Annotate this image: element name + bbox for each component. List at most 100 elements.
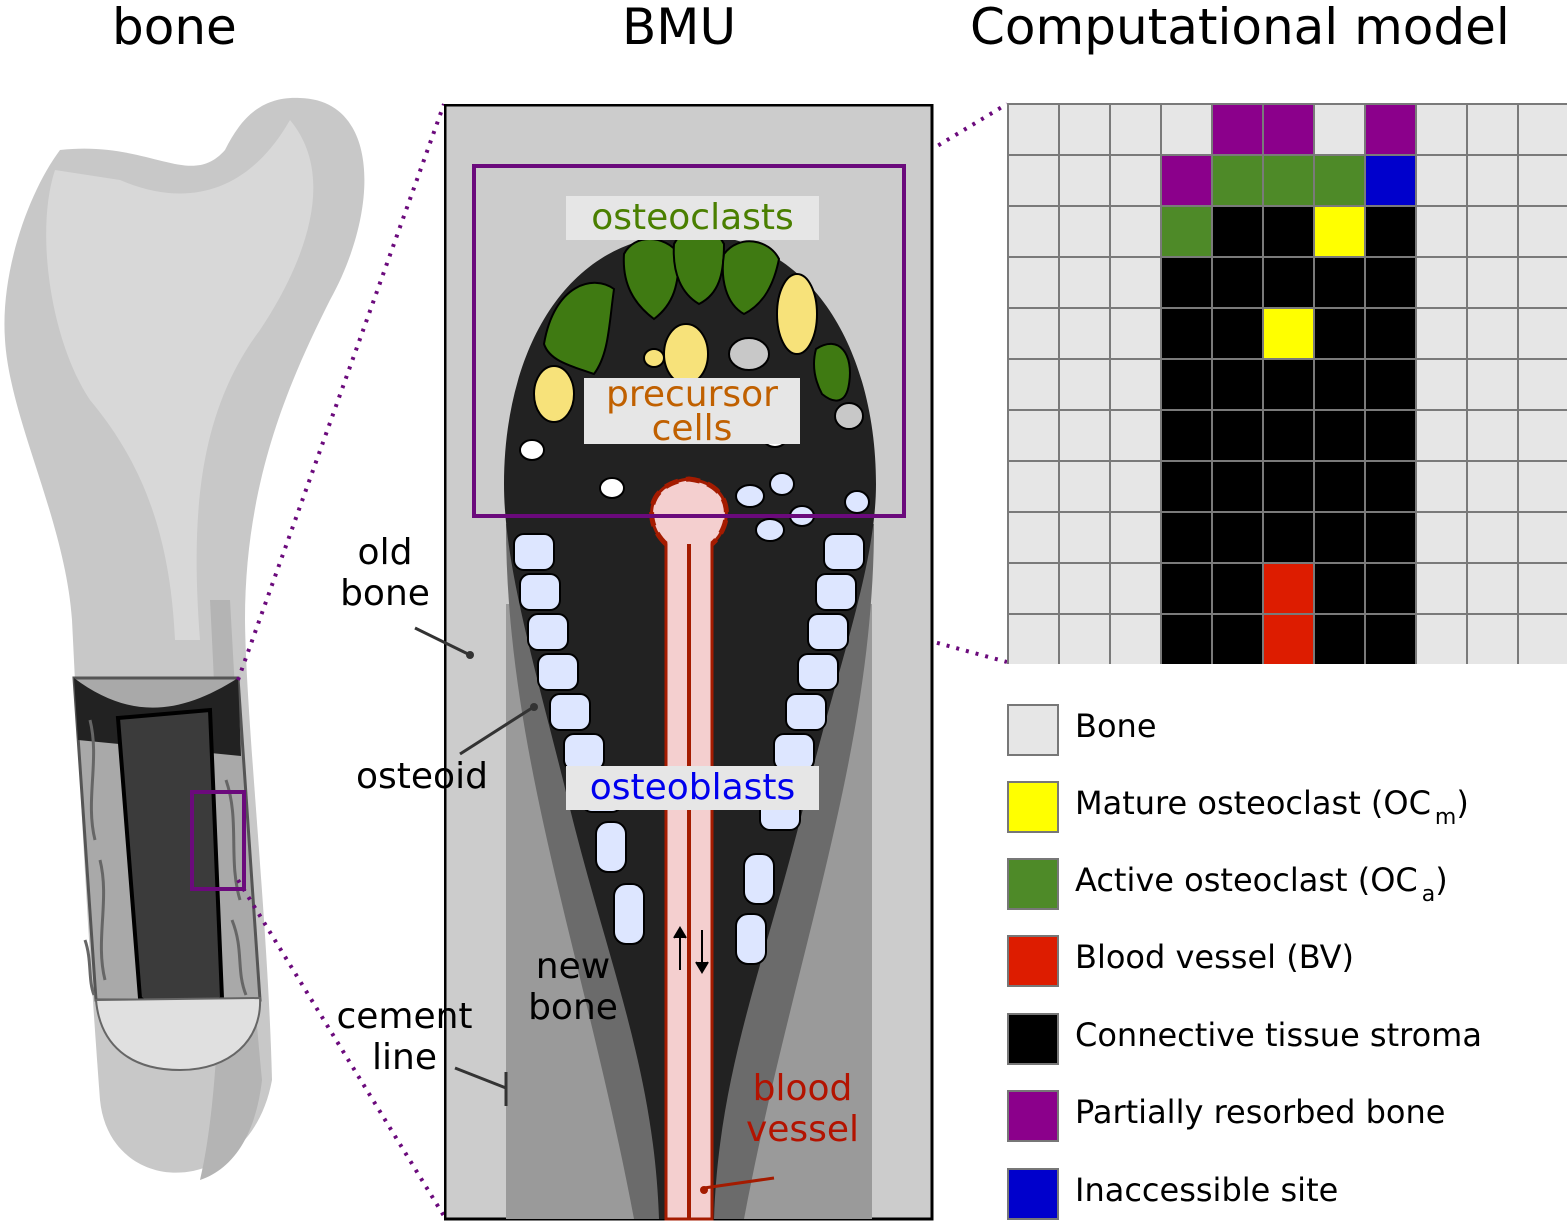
blood-vessel-swatch [1007,935,1059,987]
bone-cell [1415,307,1468,360]
osteoblast-cell [844,490,870,514]
resorbed-bone-cell [1211,103,1264,156]
stroma-cell [1160,409,1213,462]
bone-cell [1466,154,1519,207]
osteoblast-cell [527,613,569,651]
osteoclast-cell [813,343,851,402]
osteoblast-cell [807,613,849,651]
stroma-cell [1262,409,1315,462]
bone-cell [1415,358,1468,411]
femur-illustration [4,97,365,1180]
bone-cell [1517,460,1567,513]
bone-cell [1517,511,1567,564]
bone-cell [1058,358,1111,411]
mature-osteoclast-cell [1262,307,1315,360]
bone-cell [1058,154,1111,207]
legend-label: Bone [1075,707,1157,745]
bone-cell [1109,154,1162,207]
osteoblast-cell [823,533,865,571]
bone-cell [1466,613,1519,664]
stroma-swatch [1007,1013,1059,1065]
stroma-cell [1262,460,1315,513]
panel-title-bmu: BMU [622,0,737,56]
blood-vessel-pointer-dot [700,1186,708,1194]
legend-label: Connective tissue stroma [1075,1016,1482,1054]
femur-marrow-base [94,996,262,1072]
bone-cell [1415,613,1468,664]
bone-cell [1007,256,1060,309]
bone-cell [1007,358,1060,411]
bone-cell [1313,103,1366,156]
stroma-cell [1211,460,1264,513]
stroma-cell [1364,460,1417,513]
stroma-cell [1262,256,1315,309]
label-osteoblasts: osteoblasts [566,766,819,810]
active-osteoclast-cell [1211,154,1264,207]
bone-cell [1007,103,1060,156]
femur-zoom-box [190,790,246,891]
osteoblast-cell [563,733,605,771]
stroma-cell [1160,256,1213,309]
bone-cell [1109,613,1162,664]
mature-osteoclast-swatch [1007,781,1059,833]
label-new-bone: new bone [518,946,628,1028]
bone-cell [1109,460,1162,513]
bone-cell [1466,205,1519,258]
stroma-cell [1211,256,1264,309]
panel-title-bone: bone [112,0,237,56]
bone-cell [1415,103,1468,156]
stroma-cell [1211,409,1264,462]
osteoblast-cell [769,472,795,496]
bone-cell [1466,103,1519,156]
blood-vessel-cell [1262,562,1315,615]
label-old-bone: old bone [330,532,440,614]
mature-osteoclast-cell [533,365,575,423]
label-old-bone-line2: bone [340,573,430,614]
bone-cell [1058,460,1111,513]
bone-cell [1109,103,1162,156]
stroma-cell [1313,562,1366,615]
stroma-cell [1262,358,1315,411]
osteoblast-cell [519,573,561,611]
blood-vessel-cell [1262,613,1315,664]
bone-cell [1517,256,1567,309]
bone-cell [1415,154,1468,207]
femur-highlight [46,120,314,640]
bone-cell [1007,409,1060,462]
stroma-cell [1160,460,1213,513]
resorbed-bone-swatch [1007,1090,1059,1142]
osteoblast-cell [755,518,785,542]
stroma-cell [1364,358,1417,411]
bone-cell [1007,205,1060,258]
label-precursor-line1: precursor [605,374,778,415]
stroma-cell [1364,307,1417,360]
bone-cell [1007,511,1060,564]
osteoblast-cell [815,573,857,611]
stroma-cell [1364,562,1417,615]
bone-cell [1466,562,1519,615]
bone-cell [1517,103,1567,156]
osteoblast-cell [773,733,815,771]
model-grid [1007,103,1567,664]
osteoblast-cell [735,913,767,965]
inaccessible-site-swatch [1007,1168,1059,1220]
bmu-zoom-box [472,164,906,518]
active-osteoclast-cell [1262,154,1315,207]
bone-cell [1415,409,1468,462]
osteoblast-cell [785,693,827,731]
stroma-cell [1313,358,1366,411]
active-osteoclast-cell [1160,205,1213,258]
legend-item: Blood vessel (BV) [1007,935,1567,987]
bone-cell [1466,511,1519,564]
stroma-cell [1211,205,1264,258]
label-precursor-cells: precursor cells [584,377,800,447]
inaccessible-cell [1364,154,1417,207]
bone-cell [1058,562,1111,615]
stroma-cell [1364,409,1417,462]
stroma-cell [1313,409,1366,462]
stroma-cell [1313,511,1366,564]
stroma-cell [1160,307,1213,360]
